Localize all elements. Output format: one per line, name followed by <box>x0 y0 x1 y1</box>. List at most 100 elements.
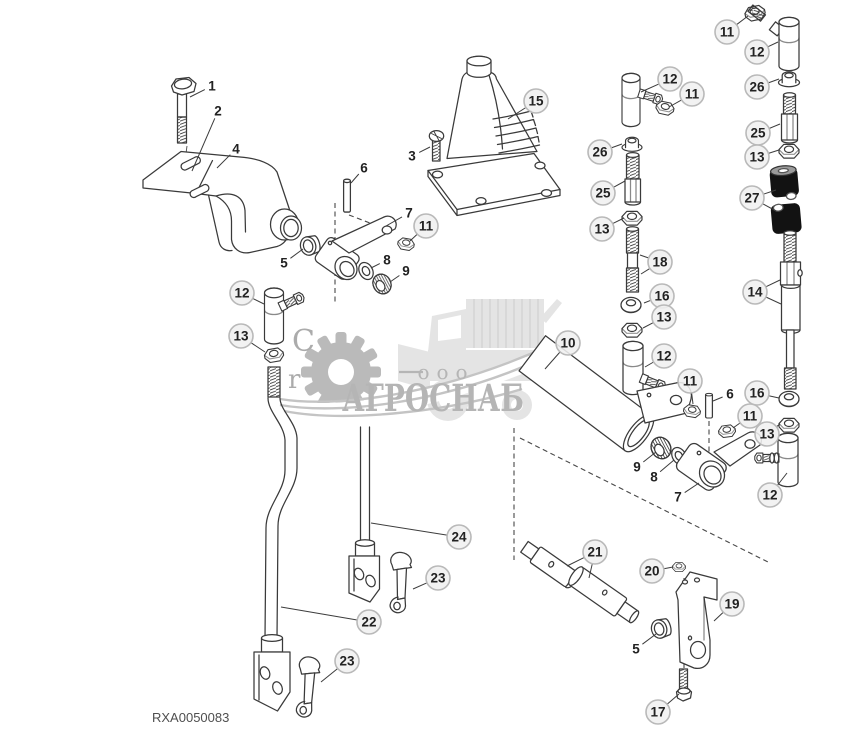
svg-text:12: 12 <box>749 45 764 60</box>
leader-line <box>639 254 649 259</box>
svg-text:13: 13 <box>656 310 672 325</box>
svg-text:23: 23 <box>339 654 355 669</box>
svg-text:2: 2 <box>214 104 222 119</box>
svg-text:12: 12 <box>762 488 777 503</box>
part-screw <box>428 129 445 162</box>
leader-line <box>350 173 360 184</box>
callout-11: 11 <box>413 213 439 239</box>
leader-line <box>640 83 660 93</box>
part-lockwasher-upper <box>355 259 377 283</box>
callout-2: 2 <box>214 104 222 119</box>
callout-9: 9 <box>633 460 641 475</box>
callout-5: 5 <box>632 642 640 657</box>
svg-text:8: 8 <box>383 253 391 268</box>
callout-27: 27 <box>739 185 765 211</box>
callout-13: 13 <box>589 216 615 242</box>
leader-line <box>418 146 431 153</box>
svg-text:25: 25 <box>595 186 611 201</box>
leader-line <box>613 180 626 188</box>
part-connector-lever-lower <box>754 432 799 488</box>
part-stud-25-mid <box>624 151 642 206</box>
leader-line <box>763 189 777 195</box>
part-nut-13-right-upper <box>778 143 800 159</box>
leader-line <box>385 216 403 227</box>
callout-5: 5 <box>280 256 288 271</box>
watermark-gear-icon <box>276 332 564 418</box>
callout-21: 21 <box>582 539 608 565</box>
leader-line <box>544 351 561 370</box>
part-stud-25-right <box>780 92 799 144</box>
leader-line <box>768 78 780 84</box>
svg-text:14: 14 <box>747 285 763 300</box>
leader-line <box>668 99 682 108</box>
leader-line <box>642 633 657 645</box>
part-bracket-19 <box>675 571 718 670</box>
leader-line <box>767 41 779 48</box>
leader-line <box>712 396 723 402</box>
svg-text:7: 7 <box>674 490 682 505</box>
leader-line <box>713 611 724 622</box>
part-bracket <box>142 150 303 254</box>
leader-line <box>412 582 428 590</box>
leader-line <box>643 299 651 304</box>
svg-text:27: 27 <box>744 191 759 206</box>
callout-11: 11 <box>679 81 705 107</box>
part-clip-left <box>295 655 322 719</box>
part-bolt <box>170 76 197 144</box>
leader-layer <box>189 15 788 705</box>
leader-line <box>768 149 780 154</box>
part-rod-22 <box>253 366 298 712</box>
part-grommet-right-lower <box>778 390 800 408</box>
svg-text:15: 15 <box>528 94 544 109</box>
callout-23: 23 <box>425 565 451 591</box>
part-clip-right <box>389 551 413 614</box>
callout-12: 12 <box>744 39 770 65</box>
svg-text:13: 13 <box>594 222 610 237</box>
part-pin-lower <box>704 392 714 419</box>
callout-23: 23 <box>334 648 360 674</box>
watermark-fragment-r: r <box>288 365 301 395</box>
part-rod-24 <box>348 426 381 603</box>
callout-13: 13 <box>228 323 254 349</box>
svg-text:6: 6 <box>360 161 368 176</box>
svg-text:11: 11 <box>743 409 758 424</box>
watermark-fragment-c: C <box>292 324 315 359</box>
svg-text:8: 8 <box>650 470 658 485</box>
leader-line <box>736 15 749 26</box>
callout-12: 12 <box>657 66 683 92</box>
leader-line <box>389 275 400 283</box>
part-nut-13-mid-upper <box>621 210 643 226</box>
callout-12: 12 <box>757 482 783 508</box>
leader-line <box>290 248 304 259</box>
leader-line <box>732 422 741 429</box>
watermark-swoosh <box>279 342 554 403</box>
leader-line <box>642 322 654 329</box>
callout-25: 25 <box>745 120 771 146</box>
watermark-ooo: ооо <box>417 360 474 384</box>
callout-4: 4 <box>232 142 240 157</box>
svg-text:20: 20 <box>644 564 659 579</box>
svg-text:13: 13 <box>759 427 775 442</box>
leader-line <box>642 451 657 463</box>
callout-1: 1 <box>208 79 216 94</box>
callout-17: 17 <box>645 699 671 725</box>
leader-line <box>189 89 206 98</box>
callout-26: 26 <box>744 74 770 100</box>
callout-11: 11 <box>714 19 740 45</box>
svg-text:23: 23 <box>430 571 446 586</box>
svg-text:21: 21 <box>587 545 603 560</box>
callout-12: 12 <box>651 343 677 369</box>
leader-line <box>191 118 216 172</box>
svg-text:5: 5 <box>632 642 640 657</box>
callout-26: 26 <box>587 139 613 165</box>
part-nut-26-mid <box>621 136 643 152</box>
callout-6: 6 <box>360 161 368 176</box>
svg-text:16: 16 <box>749 386 765 401</box>
parts-layer <box>142 3 803 719</box>
svg-text:12: 12 <box>656 349 671 364</box>
callout-7: 7 <box>674 490 682 505</box>
svg-text:3: 3 <box>408 149 416 164</box>
leader-line <box>765 296 782 305</box>
svg-text:18: 18 <box>652 255 668 270</box>
